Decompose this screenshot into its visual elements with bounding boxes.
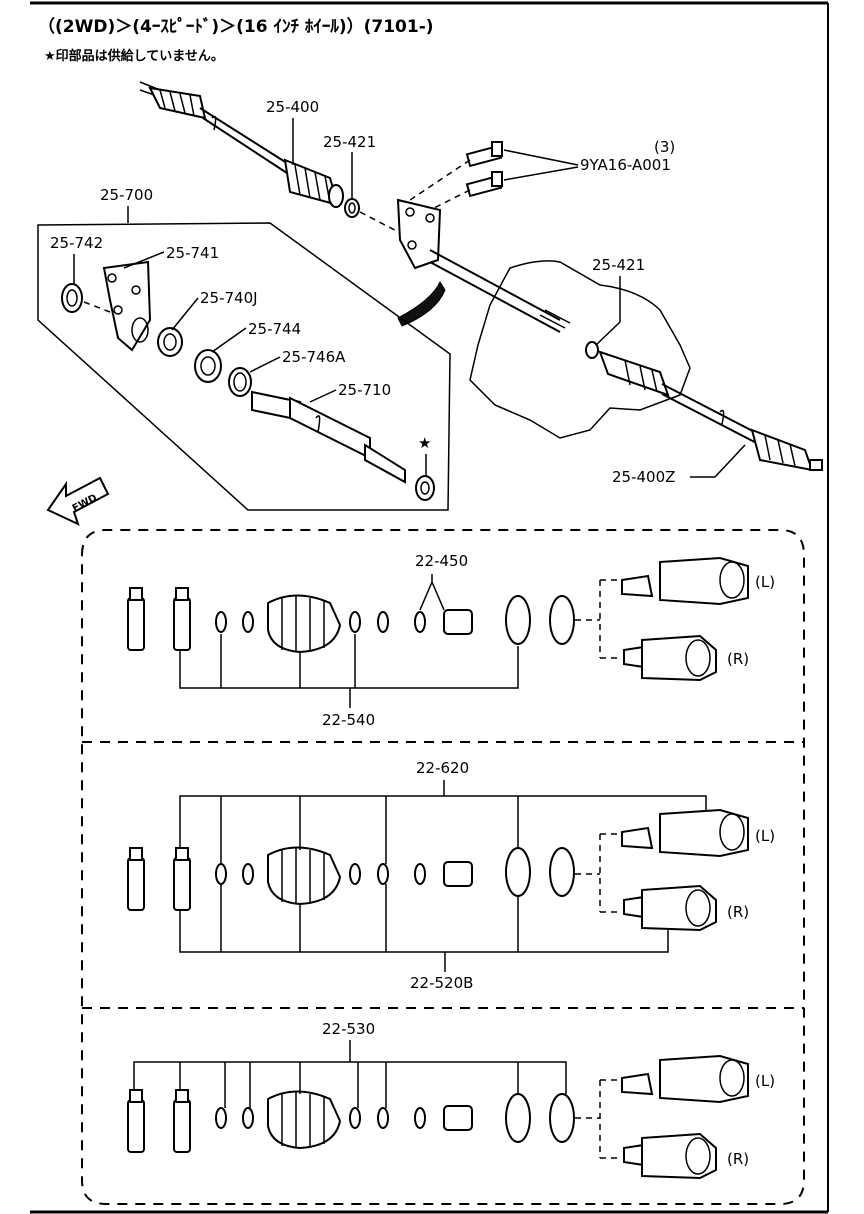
callout-25-742: 25-742 xyxy=(50,234,103,252)
bearing-support-25-741 xyxy=(102,260,152,352)
circlip-star xyxy=(415,475,435,501)
kit2-callout-main: 22-620 xyxy=(416,759,469,777)
kit1-label-right: (R) xyxy=(727,650,749,668)
kit3-callout-main: 22-530 xyxy=(322,1020,375,1038)
seal-25-744 xyxy=(194,349,222,383)
callout-25-740J: 25-740J xyxy=(200,289,258,307)
kit2-label-left: (L) xyxy=(755,827,775,845)
drive-shaft-right xyxy=(585,341,823,472)
callout-25-400: 25-400 xyxy=(266,98,319,116)
kit3-label-right: (R) xyxy=(727,1150,749,1168)
fwd-arrow: FWD xyxy=(46,476,110,526)
joint-shaft-25-710 xyxy=(251,390,406,484)
kit1-callout-bottom: 22-540 xyxy=(322,711,375,729)
kit2-callout-bottom: 22-520B xyxy=(410,974,473,992)
callout-9YA16-A001: 9YA16-A001 xyxy=(580,156,671,174)
kit-22-520B xyxy=(127,780,749,972)
kit1-label-left: (L) xyxy=(755,573,775,591)
box-25-700 xyxy=(37,222,451,511)
kit-22-540 xyxy=(127,556,749,708)
callout-25-700: 25-700 xyxy=(100,186,153,204)
page-title: （(2WD)＞(4ｰｽﾋﾟｰﾄﾞ)＞(16 ｲﾝﾁ ﾎｲｰﾙ)）(7101-) xyxy=(38,16,434,37)
callout-25-400Z: 25-400Z xyxy=(612,468,675,486)
oil-seal-25-742 xyxy=(61,283,83,313)
callout-25-744: 25-744 xyxy=(248,320,301,338)
kit2-label-right: (R) xyxy=(727,903,749,921)
callout-25-421-lower: 25-421 xyxy=(592,256,645,274)
bearing-25-740J xyxy=(157,327,183,357)
star-mark: ★ xyxy=(418,434,431,452)
assembly-arrow xyxy=(397,280,446,327)
kit-22-530 xyxy=(127,1040,749,1180)
circlip-upper xyxy=(344,198,360,218)
callout-3: (3) xyxy=(654,138,675,156)
callout-25-421-upper: 25-421 xyxy=(323,133,376,151)
bolts xyxy=(465,141,503,198)
callout-25-746A: 25-746A xyxy=(282,348,346,366)
supply-note: ★印部品は供給していません。 xyxy=(44,48,224,64)
bearing-bracket-assembly xyxy=(396,198,571,333)
callout-25-741: 25-741 xyxy=(166,244,219,262)
ring-25-746A xyxy=(228,367,252,397)
callout-25-710: 25-710 xyxy=(338,381,391,399)
kit1-callout-main: 22-450 xyxy=(415,552,468,570)
kit3-label-left: (L) xyxy=(755,1072,775,1090)
drive-shaft-left xyxy=(139,81,344,208)
transmission-outline xyxy=(469,260,691,439)
